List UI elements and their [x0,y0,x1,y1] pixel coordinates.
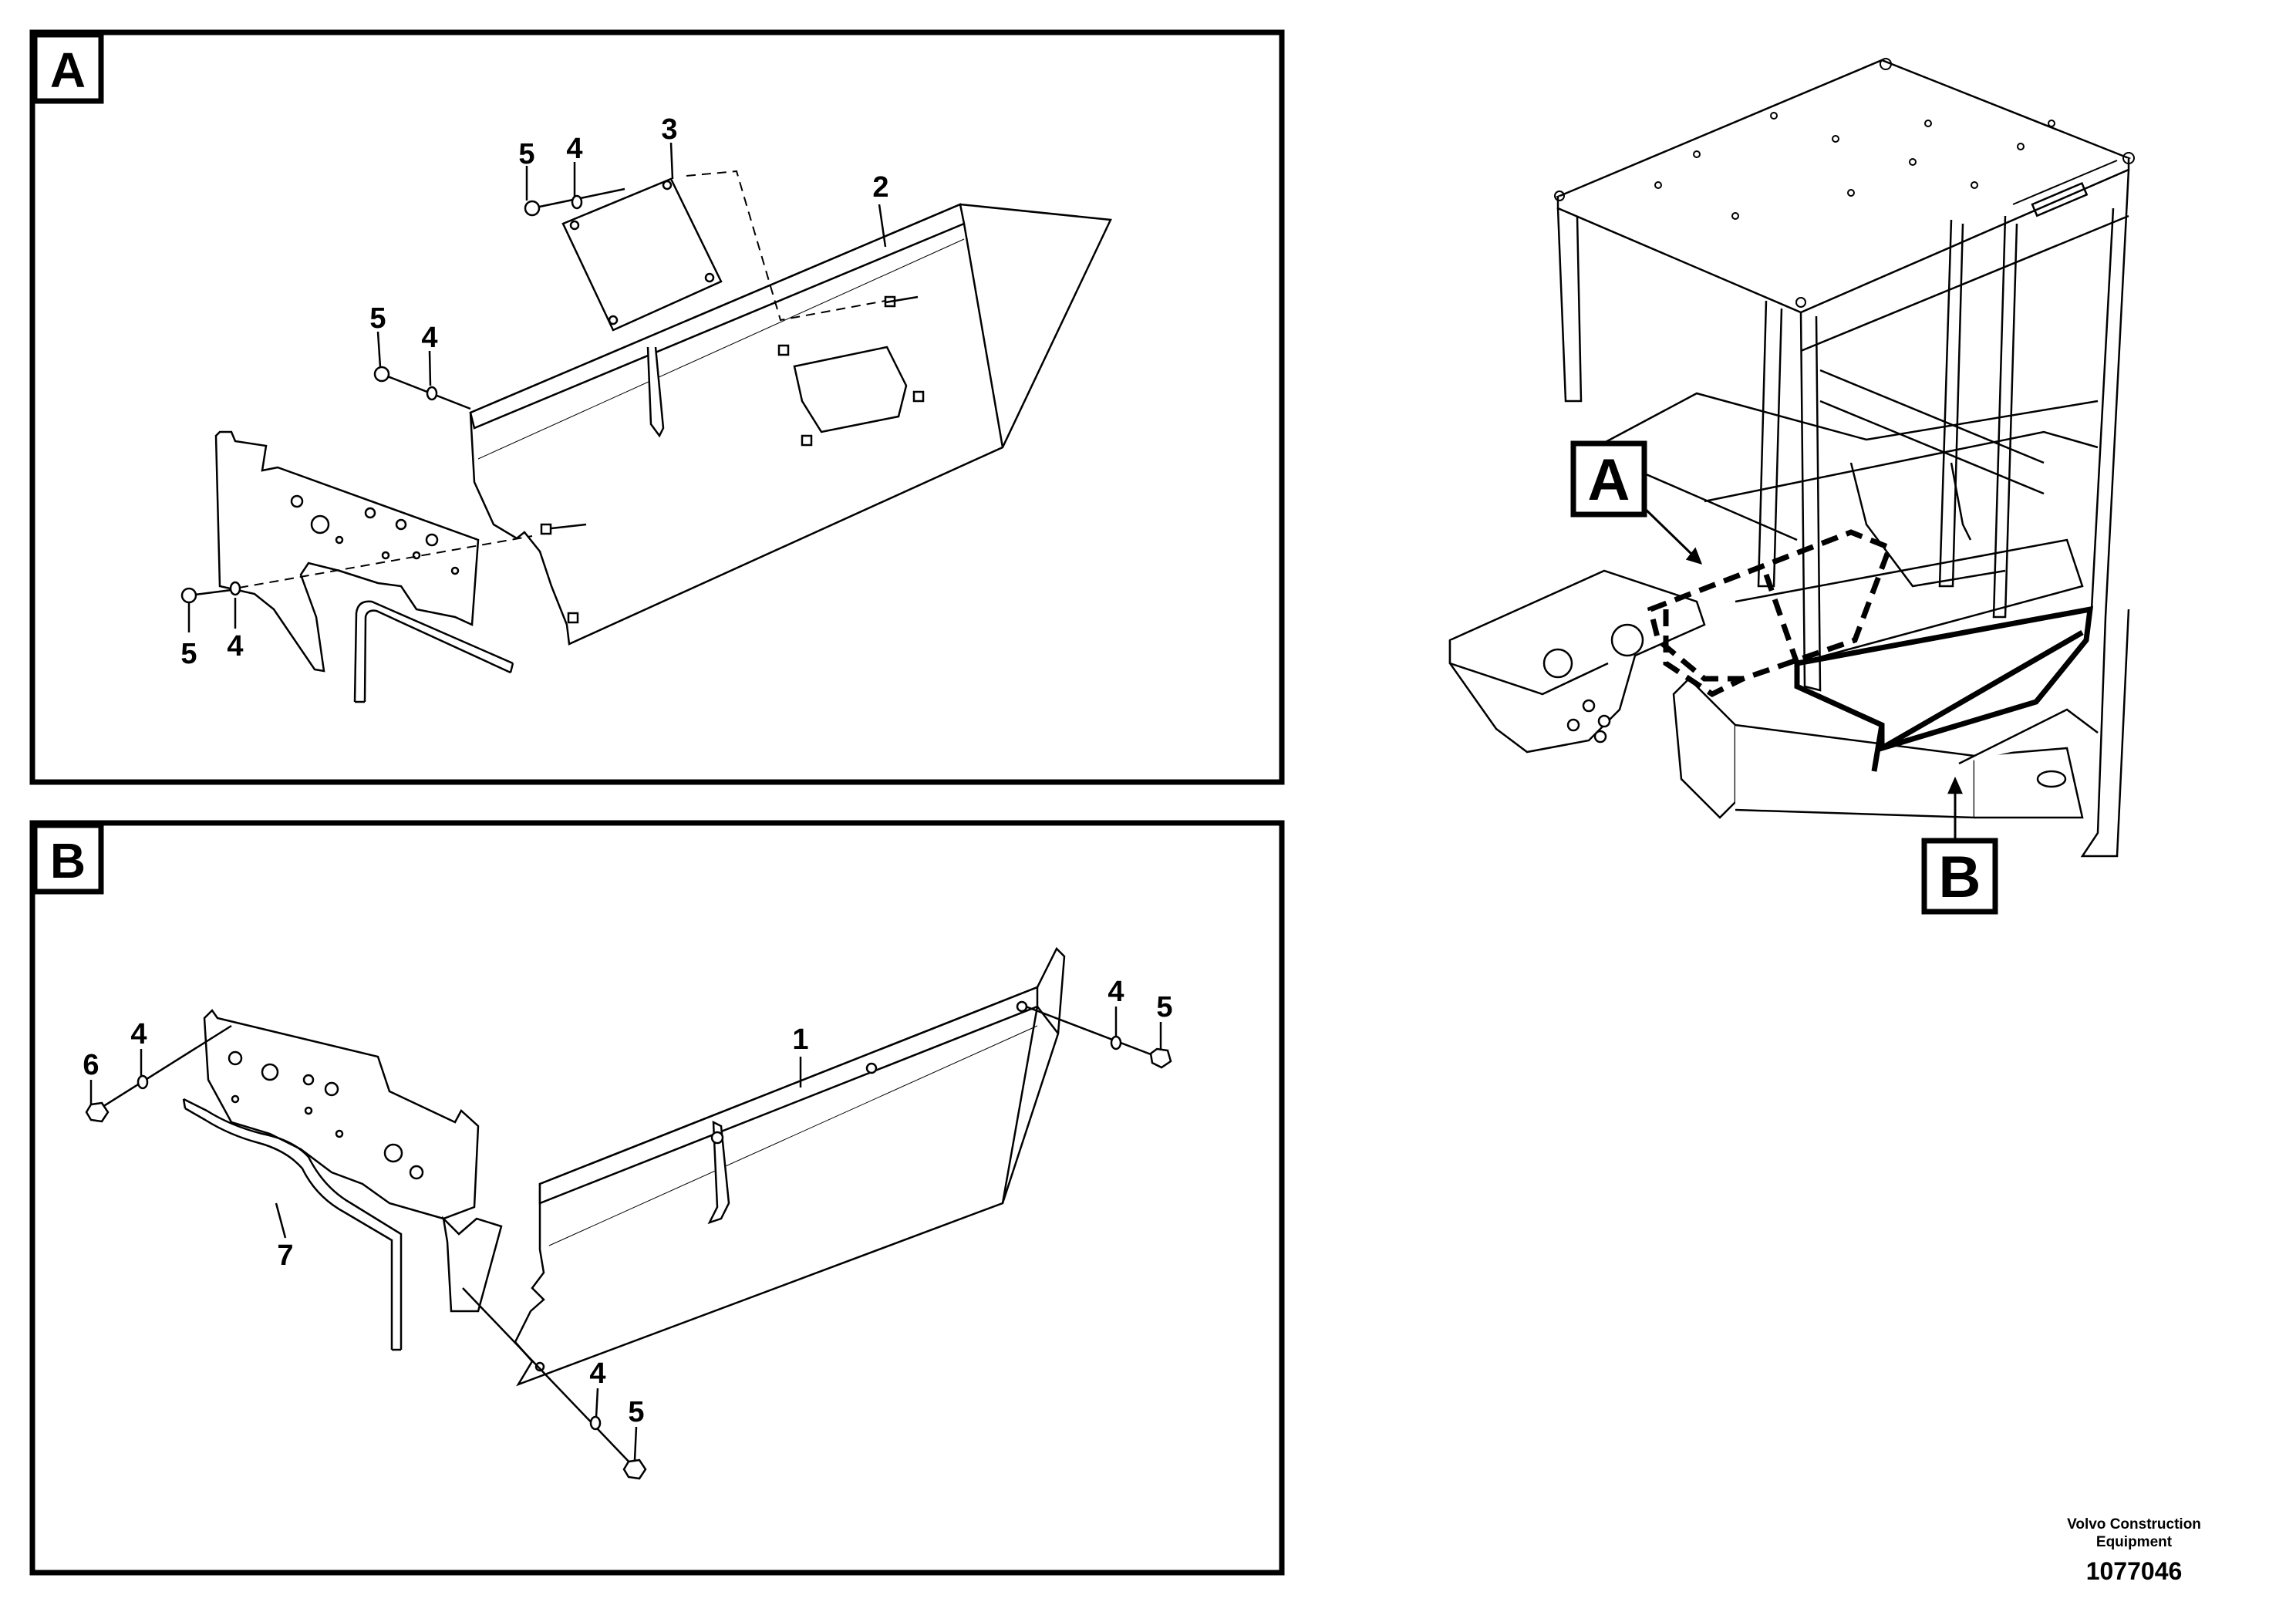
cab-posts [1556,169,2130,858]
pointer-a-arrow [1685,547,1703,565]
callout-a-5-mid: 5 [369,302,386,335]
bent-rod-b [182,1098,403,1351]
callout-b-4-bottom: 4 [589,1357,605,1390]
company-name: Volvo Construction Equipment [2067,1516,2201,1550]
leaders-b [89,1007,1162,1461]
alignment-lines-a [238,170,886,588]
panel-b-label: B [50,833,86,889]
detail-panel-a: A [29,29,1285,785]
front-frame [1448,569,1706,754]
callout-a-2: 2 [872,171,888,204]
highlight-b-part [1794,605,2094,772]
hardware-a [180,187,919,604]
overview-label-a: A [1570,440,1647,518]
bracket-plate-a [214,430,480,673]
panel-b-label-box [32,822,104,895]
panel-a-frame [29,29,1285,785]
brand-block: Volvo Construction Equipment 1077046 [2034,1516,2234,1586]
pointer-b-arrow [1947,776,1963,794]
cab-frame [1580,214,2129,665]
callout-a-5-low: 5 [180,638,197,670]
overview-label-a-text: A [1588,447,1630,513]
callouts-a: 5 4 3 2 5 4 5 4 [180,113,888,670]
pointer-a-leader [1637,501,1694,557]
callout-b-6: 6 [83,1049,99,1081]
overview-label-b: B [1921,838,1998,915]
panel-a-label: A [50,42,86,98]
callouts-b: 1 4 5 6 4 7 4 5 [83,976,1172,1428]
tunnel-cover-a [469,203,1112,646]
panel-a-label-box [32,32,104,104]
callout-a-4-top: 4 [566,133,582,165]
bent-rod-a [353,600,514,703]
callout-a-4-mid: 4 [421,322,437,354]
callout-b-4-right: 4 [1108,976,1124,1008]
callout-b-5-bottom: 5 [628,1396,644,1428]
tunnel-cover-b [514,946,1066,1387]
cover-plate-a [561,177,723,332]
callout-a-3: 3 [661,113,677,146]
callout-a-4-low: 4 [227,630,243,663]
highlight-a-part [1647,529,1893,698]
cab-floor [1672,677,2099,819]
callout-a-5-top: 5 [518,138,534,170]
document-number: 1077046 [2085,1557,2183,1585]
callout-b-4-left: 4 [130,1018,147,1050]
hardware-b [85,1005,1172,1480]
cab-overview [1448,58,2135,858]
roof-bolts [1554,58,2135,308]
bracket-plate-b [203,1009,503,1313]
overview-label-b-text: B [1939,845,1981,910]
callout-b-5-right: 5 [1156,991,1172,1023]
leaders-a [187,142,887,632]
detail-panel-b: B [29,820,1285,1576]
callout-b-7: 7 [277,1239,293,1272]
callout-b-1: 1 [792,1023,808,1056]
panel-b-frame [29,820,1285,1576]
